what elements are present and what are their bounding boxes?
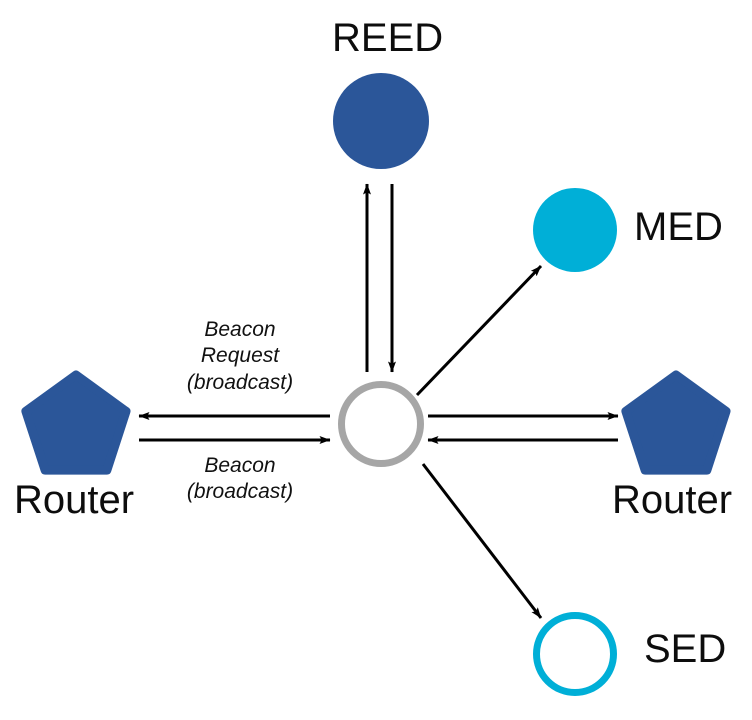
node-sed-shape	[533, 612, 617, 696]
node-label-router-right: Router	[612, 478, 733, 522]
edge-sed-down	[421, 463, 543, 619]
node-label-sed: SED	[644, 627, 727, 671]
node-router-right-shape	[621, 370, 731, 475]
edge-label-beacon: Beacon (broadcast)	[186, 454, 294, 504]
node-label-med: MED	[634, 205, 723, 249]
edge-med-up	[415, 264, 543, 397]
node-med-shape	[533, 188, 617, 272]
node-label-router-left: Router	[14, 478, 135, 522]
node-label-reed: REED	[332, 16, 444, 60]
node-center-shape	[338, 381, 424, 467]
node-router-left-shape	[21, 370, 131, 475]
node-reed-shape	[333, 73, 429, 169]
edge-label-beacon-request: Beacon Request (broadcast)	[186, 318, 294, 394]
